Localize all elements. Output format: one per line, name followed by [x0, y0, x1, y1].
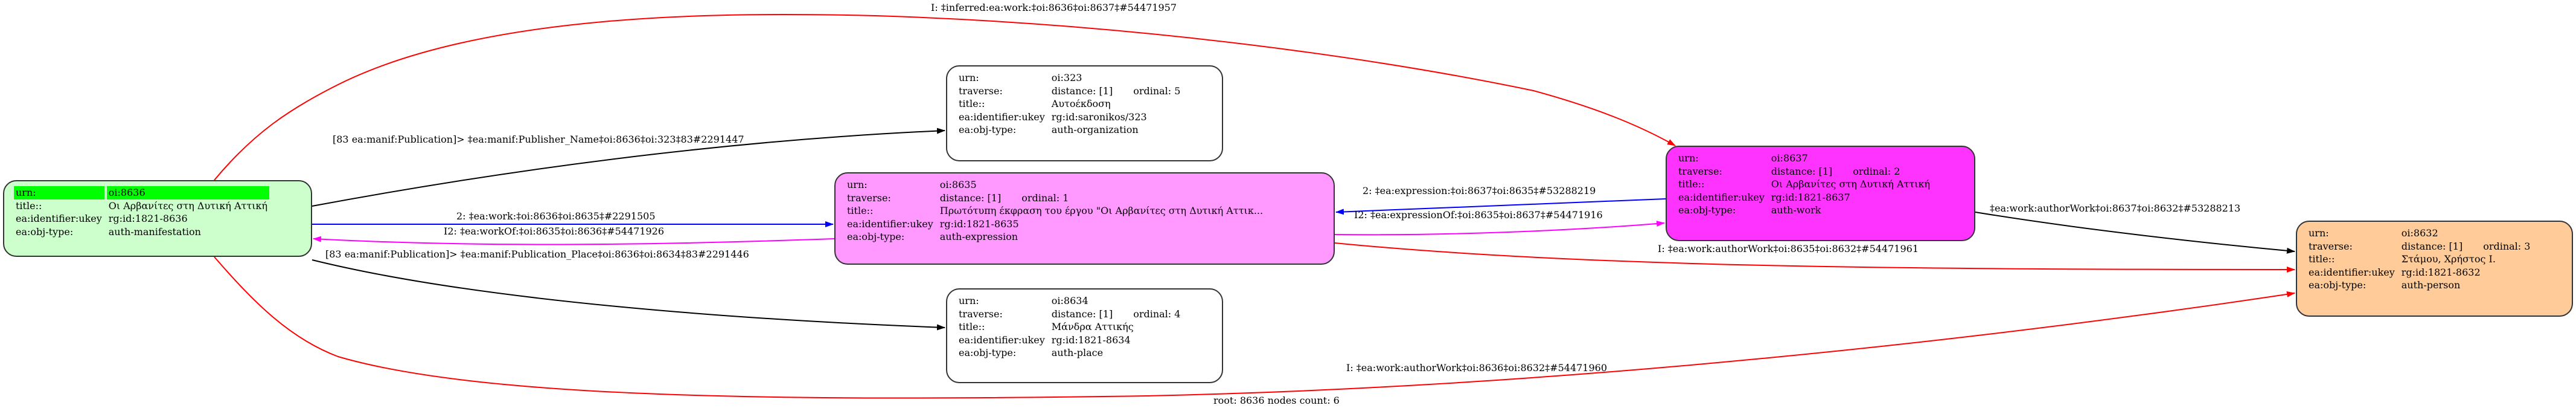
key-ukey: ea:identifier:ukey [1678, 191, 1765, 203]
key-urn: urn: [959, 295, 979, 306]
value-ukey: rg:id:1821-8637 [1771, 191, 1850, 203]
key-ukey: ea:identifier:ukey [959, 111, 1045, 123]
key-traverse: traverse: [1678, 165, 1722, 177]
value-title: Οι Αρβανίτες στη Δυτική Αττική [1771, 178, 1931, 190]
value-ordinal: ordinal: 2 [1853, 165, 1900, 177]
key-ukey: ea:identifier:ukey [2309, 266, 2395, 278]
edge-publication-place-8636-8634 [312, 259, 945, 331]
key-type: ea:obj-type: [2309, 279, 2367, 291]
value-ordinal: ordinal: 5 [1133, 85, 1181, 97]
value-title: Οι Αρβανίτες στη Δυτική Αττική [108, 199, 268, 212]
value-type: auth-manifestation [108, 225, 201, 238]
key-urn: urn: [14, 186, 104, 199]
value-urn: oi:8632 [2401, 227, 2438, 239]
edge-publisher-name-8636-323 [312, 128, 945, 207]
value-type: auth-place [1051, 347, 1104, 358]
value-title: Μάνδρα Αττικής [1051, 321, 1134, 332]
value-type: auth-expression [939, 231, 1018, 242]
value-type: auth-person [2401, 279, 2461, 291]
value-urn: oi:8637 [1771, 152, 1808, 164]
value-urn: oi:8636 [106, 186, 270, 199]
node-expression-8635[interactable]: urn: oi:8635 traverse: distance: [1] ordina… [834, 172, 1335, 265]
key-traverse: traverse: [847, 192, 891, 204]
key-title: title:: [16, 199, 42, 212]
edge-label-authorwork-8635: I: ‡ea:work:authorWork‡oi:8635‡oi:8632‡#… [1658, 243, 1919, 254]
edge-label-expression: 2: ‡ea:expression:‡oi:8637‡oi:8635‡#5328… [1363, 185, 1596, 196]
value-urn: oi:323 [1051, 72, 1082, 83]
value-title: Αυτοέκδοση [1051, 98, 1111, 109]
key-title: title:: [2309, 253, 2335, 265]
value-ukey: rg:id:1821-8635 [939, 218, 1019, 230]
edge-label-expressionof: I2: ‡ea:expressionOf:‡oi:8635‡oi:8637‡#5… [1354, 209, 1603, 221]
key-traverse: traverse: [2309, 240, 2353, 252]
value-ordinal: ordinal: 1 [1021, 192, 1069, 204]
key-type: ea:obj-type: [959, 347, 1017, 358]
key-urn: urn: [2309, 227, 2329, 239]
value-urn: oi:8634 [1051, 295, 1088, 306]
value-urn: oi:8635 [939, 179, 977, 190]
value-distance: distance: [1] [2401, 240, 2463, 252]
edge-label-publication-place: [83 ea:manif:Publication]> ‡ea:manif:Pub… [325, 248, 749, 260]
node-root-8636[interactable]: urn:oi:8636 title::Οι Αρβανίτες στη Δυτι… [3, 180, 312, 257]
edge-label-authorwork-8637: ‡ea:work:authorWork‡oi:8637‡oi:8632‡#532… [1990, 202, 2241, 214]
row-ukey: ea:identifier:ukey rg:id:1821-8636 [14, 212, 269, 225]
node-organization-323[interactable]: urn: oi:323 traverse: distance: [1] ordinal… [946, 65, 1223, 161]
node-place-8634[interactable]: urn: oi:8634 traverse: distance: [1] ordina… [946, 288, 1223, 383]
edge-authorwork-8636-8632 [214, 256, 2295, 399]
value-ukey: rg:id:1821-8632 [2401, 266, 2481, 278]
value-ukey: rg:id:1821-8634 [1051, 334, 1131, 346]
value-ordinal: ordinal: 3 [2483, 240, 2531, 252]
key-traverse: traverse: [959, 308, 1003, 320]
key-urn: urn: [847, 179, 868, 190]
edge-label-publisher-name: [83 ea:manif:Publication]> ‡ea:manif:Pub… [333, 134, 744, 145]
graph-footer: root: 8636 nodes count: 6 [1213, 395, 1340, 406]
key-type: ea:obj-type: [959, 124, 1017, 135]
edge-label-inferred-work: I: ‡inferred:ea:work:‡oi:8636‡oi:8637‡#5… [931, 2, 1177, 13]
value-type: auth-work [1771, 204, 1821, 216]
edge-authorwork-8635-8632 [1334, 242, 2295, 273]
value-title: Στάμου, Χρήστος Ι. [2401, 253, 2496, 265]
value-distance: distance: [1] [939, 192, 1002, 204]
edge-label-authorwork-8636: I: ‡ea:work:authorWork‡oi:8636‡oi:8632‡#… [1346, 362, 1608, 374]
edge-authorwork-8637-8632 [1975, 212, 2295, 254]
edge-expressionof-8635-8637 [1334, 221, 1665, 236]
edge-workof-8635-8636 [313, 236, 835, 245]
node-work-8637[interactable]: urn: oi:8637 traverse: distance: [1] ordina… [1666, 146, 1975, 241]
value-ukey: rg:id:saronikos/323 [1051, 111, 1147, 123]
key-title: title:: [959, 98, 985, 109]
edge-label-work: 2: ‡ea:work:‡oi:8636‡oi:8635‡#2291505 [456, 210, 656, 222]
key-title: title:: [1678, 178, 1705, 190]
key-traverse: traverse: [959, 85, 1003, 97]
edge-label-workof: I2: ‡ea:workOf:‡oi:8635‡oi:8636‡#5447192… [444, 225, 665, 237]
value-title: Πρωτότυπη έκφραση του έργου "Οι Αρβανίτε… [939, 205, 1264, 216]
row-type: ea:obj-type: auth-manifestation [14, 225, 269, 239]
key-title: title:: [959, 321, 985, 332]
node-person-8632[interactable]: urn: oi:8632 traverse: distance: [1] ordina… [2296, 221, 2573, 317]
value-ukey: rg:id:1821-8636 [108, 213, 188, 224]
value-distance: distance: [1] [1771, 165, 1833, 177]
key-ukey: ea:identifier:ukey [16, 213, 102, 224]
key-ukey: ea:identifier:ukey [959, 334, 1045, 346]
key-type: ea:obj-type: [847, 231, 905, 242]
key-ukey: ea:identifier:ukey [847, 218, 933, 230]
value-distance: distance: [1] [1051, 308, 1113, 320]
edge-inferred-work-8636-8637 [214, 14, 1676, 181]
key-title: title:: [847, 205, 874, 216]
row-title: title::Οι Αρβανίτες στη Δυτική Αττική [14, 199, 269, 213]
value-type: auth-organization [1051, 124, 1139, 135]
value-distance: distance: [1] [1051, 85, 1113, 97]
key-urn: urn: [1678, 152, 1699, 164]
value-ordinal: ordinal: 4 [1133, 308, 1181, 320]
key-type: ea:obj-type: [1678, 204, 1736, 216]
key-type: ea:obj-type: [16, 225, 74, 238]
row-urn: urn:oi:8636 [14, 186, 270, 199]
key-urn: urn: [959, 72, 979, 83]
